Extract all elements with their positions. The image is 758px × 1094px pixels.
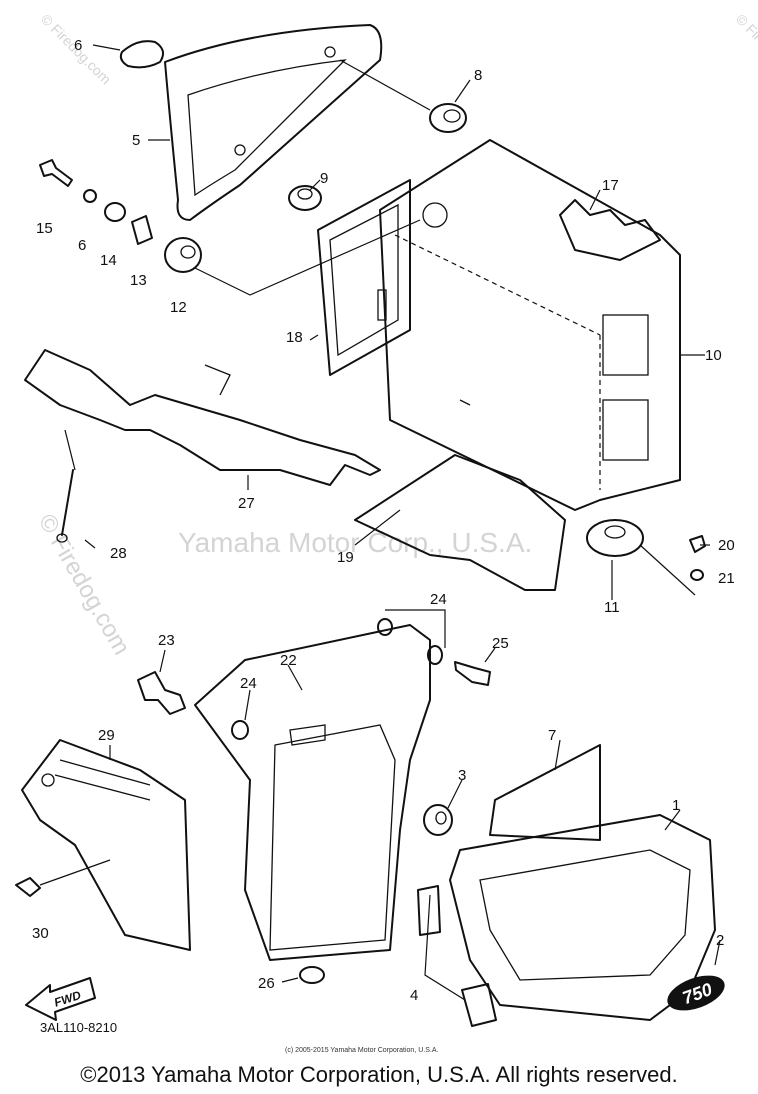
part-29-side-panel: [21, 739, 191, 951]
callout-29: 29: [98, 727, 115, 744]
fwd-label: FWD: [52, 988, 83, 1010]
part-15-bolt: [39, 159, 73, 187]
part-4-damper: [417, 885, 497, 1027]
part-8-damper: [429, 103, 467, 133]
callout-6-top: 6: [74, 37, 82, 54]
part-6-washer-small: [83, 189, 97, 203]
part-14-washer: [104, 202, 126, 222]
callout-28: 28: [110, 545, 127, 562]
footer-copyright: ©2013 Yamaha Motor Corporation, U.S.A. A…: [80, 1062, 678, 1087]
part-25-bolt: [454, 661, 491, 686]
callout-30: 30: [32, 925, 49, 942]
callout-5: 5: [132, 132, 140, 149]
callout-21: 21: [718, 570, 735, 587]
callout-24-top: 24: [430, 591, 447, 608]
callout-23: 23: [158, 632, 175, 649]
callout-2: 2: [716, 932, 724, 949]
part-24-washer-b: [427, 645, 443, 665]
part-17-foam: [559, 199, 661, 261]
callout-14: 14: [100, 252, 117, 269]
callout-17: 17: [602, 177, 619, 194]
callout-1: 1: [672, 797, 680, 814]
callout-15: 15: [36, 220, 53, 237]
fwd-arrow: FWD: [25, 977, 96, 1021]
part-28-pin: [56, 469, 74, 543]
callout-22: 22: [280, 652, 297, 669]
part-23-bolt: [137, 671, 186, 715]
callout-20: 20: [718, 537, 735, 554]
part-13-collar: [131, 215, 153, 245]
part-7-sheet: [489, 744, 601, 841]
watermark-side-top-right: © Firedog.com: [733, 11, 758, 87]
leader-lines: [39, 44, 721, 1001]
part-3-grommet: [423, 804, 453, 836]
callout-3: 3: [458, 767, 466, 784]
callout-12: 12: [170, 299, 187, 316]
callout-10: 10: [705, 347, 722, 364]
part-5-upper-cover: [164, 24, 383, 221]
diagram-code: 3AL110-8210: [40, 1020, 117, 1035]
part-6-grommet-top: [119, 40, 165, 69]
part-21-nut: [690, 569, 704, 581]
callout-19: 19: [337, 549, 354, 566]
part-12-grommet: [164, 237, 202, 273]
callout-11: 11: [604, 599, 620, 616]
part-19-bracket: [354, 454, 566, 591]
callout-6-small: 6: [78, 237, 86, 254]
part-24-washer-c: [231, 720, 249, 740]
callout-25: 25: [492, 635, 509, 652]
callout-8: 8: [474, 67, 482, 84]
part-26-grommet: [299, 966, 325, 984]
callout-13: 13: [130, 272, 147, 289]
callout-26: 26: [258, 975, 275, 992]
small-copyright: (c) 2005-2015 Yamaha Motor Corporation, …: [285, 1047, 438, 1054]
part-30-screw: [15, 877, 41, 897]
callout-18: 18: [286, 329, 303, 346]
callout-9: 9: [320, 170, 328, 187]
callout-27: 27: [238, 495, 255, 512]
part-11-grommet: [586, 519, 644, 557]
part-27-bracket: [24, 349, 381, 486]
part-22-tool-box: [194, 624, 431, 961]
part-20-screw: [689, 535, 706, 553]
part-18-plate: [317, 179, 411, 376]
callout-7: 7: [548, 727, 556, 744]
watermark-side-left: © Firedog.com: [33, 510, 135, 660]
callout-24-mid: 24: [240, 675, 257, 692]
callout-4: 4: [410, 987, 418, 1004]
part-24-washer-a: [377, 618, 393, 636]
part-2-emblem: 750: [667, 975, 725, 1011]
part-9-damper: [288, 185, 322, 211]
part-10-battery-box: [379, 139, 681, 511]
watermark-center: Yamaha Motor Corp., U.S.A.: [178, 527, 532, 558]
